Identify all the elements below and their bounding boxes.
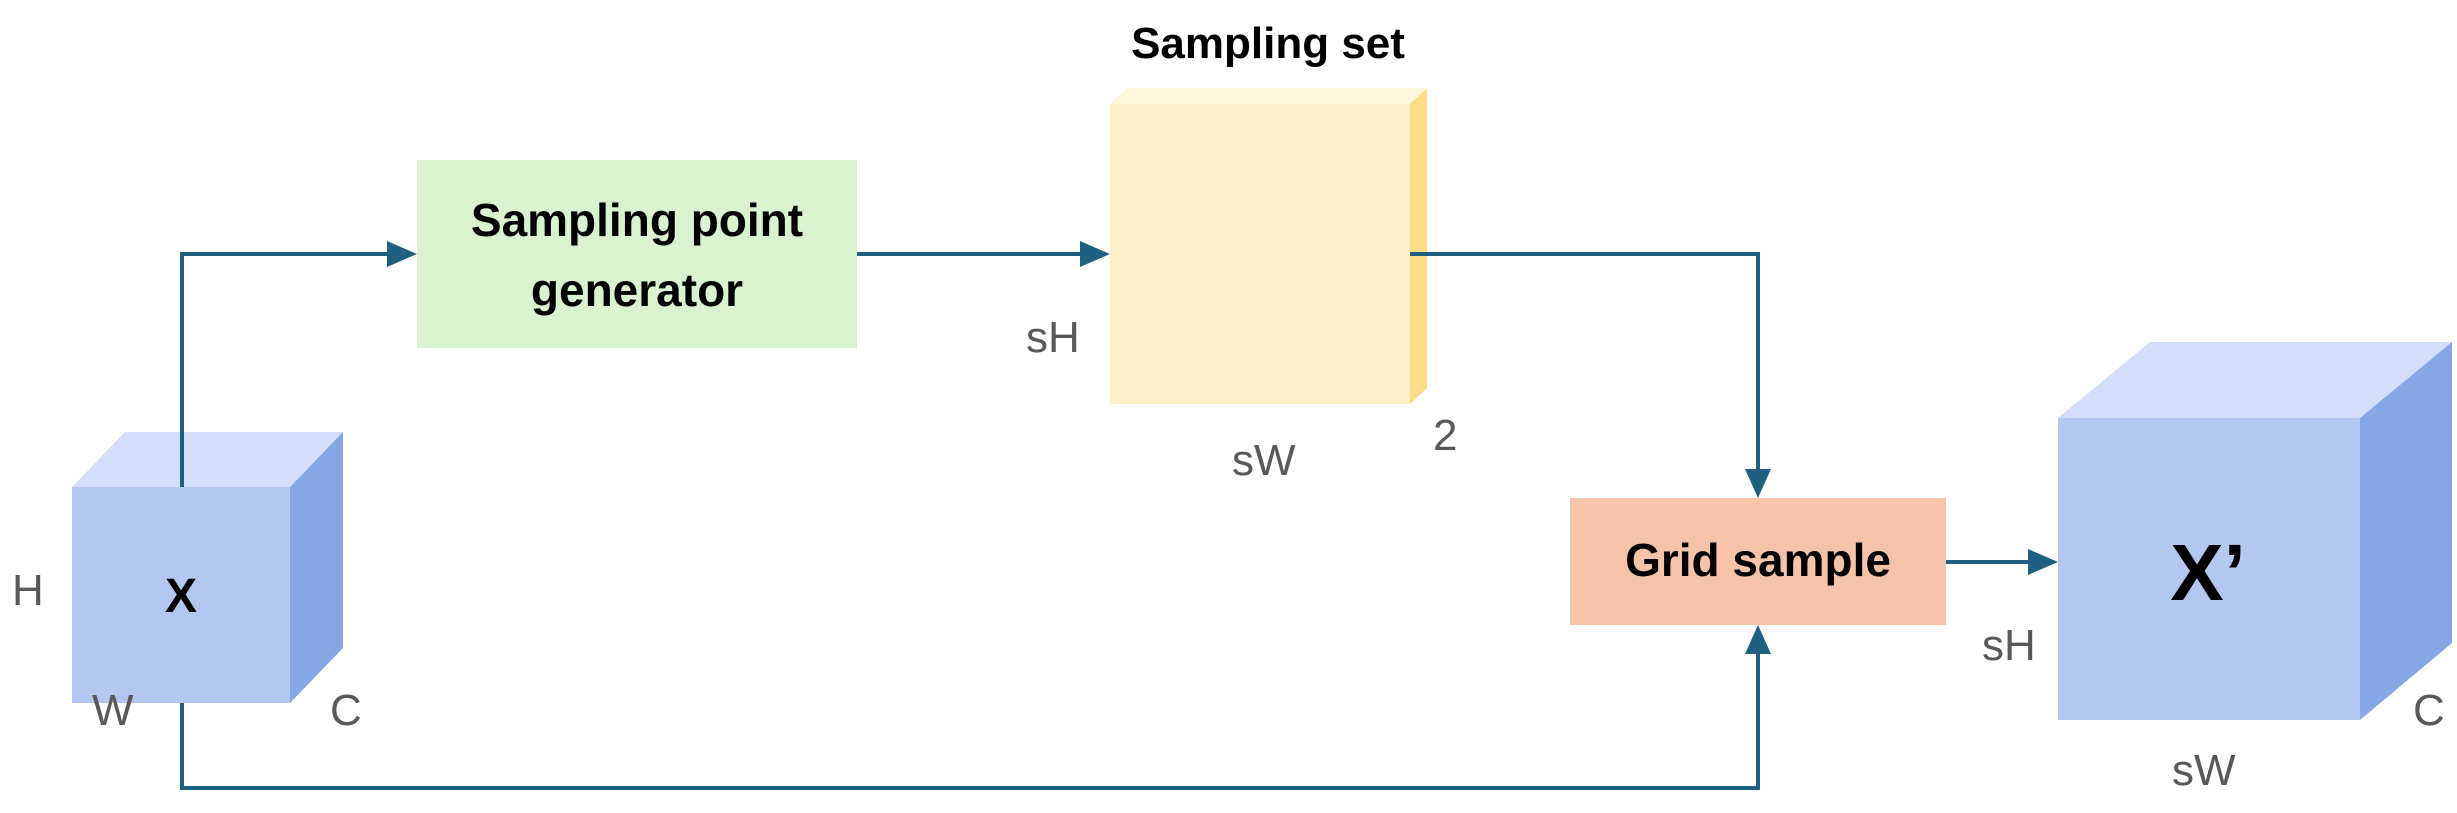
grid-sample-label: Grid sample: [1625, 534, 1891, 586]
arrowhead-generator-to-sampling-set: [1080, 241, 1110, 267]
arrowhead-sampling-set-to-grid-sample: [1745, 469, 1771, 498]
output-tensor-label: X’: [2170, 528, 2246, 617]
output-tensor-cube: X’: [2058, 342, 2452, 720]
arrow-x-to-generator: [180, 252, 390, 487]
generator-label-line1: Sampling point: [471, 194, 803, 246]
sampling-set-dim-c: 2: [1433, 411, 1457, 460]
sampling-set-dim-w: sW: [1232, 436, 1296, 485]
sampling-set-block: [1110, 88, 1427, 404]
arrowhead-x-to-generator: [387, 241, 417, 267]
input-dim-h: H: [12, 566, 44, 615]
generator-box: [417, 160, 857, 348]
output-dim-h: sH: [1982, 621, 2036, 670]
output-cube-side: [2360, 342, 2452, 720]
sampling-set-title: Sampling set: [1131, 19, 1405, 68]
output-dim-w: sW: [2172, 746, 2236, 795]
generator-label-line2: generator: [531, 264, 743, 316]
grid-sample-box: [1570, 498, 1946, 625]
sampling-point-generator: Sampling point generator: [417, 160, 857, 348]
sampling-set-side: [1410, 88, 1427, 404]
grid-sample: Grid sample: [1570, 498, 1946, 625]
input-cube-side: [290, 432, 343, 703]
sampling-set-dim-h: sH: [1026, 313, 1080, 362]
sampling-set-top: [1110, 88, 1427, 104]
output-dim-c: C: [2413, 686, 2445, 735]
input-tensor-cube: X: [72, 432, 343, 703]
arrowhead-x-to-grid-sample: [1745, 625, 1771, 654]
sampling-set-front: [1110, 104, 1410, 404]
arrow-sampling-set-to-grid-sample: [1410, 252, 1760, 472]
input-dim-c: C: [330, 686, 362, 735]
arrowhead-grid-sample-to-output: [2028, 549, 2058, 575]
input-cube-top: [72, 432, 343, 487]
output-cube-top: [2058, 342, 2452, 418]
output-cube-front: [2058, 418, 2360, 720]
input-tensor-label: X: [165, 570, 197, 623]
input-dim-w: W: [92, 686, 134, 735]
input-cube-front: [72, 487, 290, 703]
arrow-x-to-grid-sample: [180, 651, 1760, 790]
